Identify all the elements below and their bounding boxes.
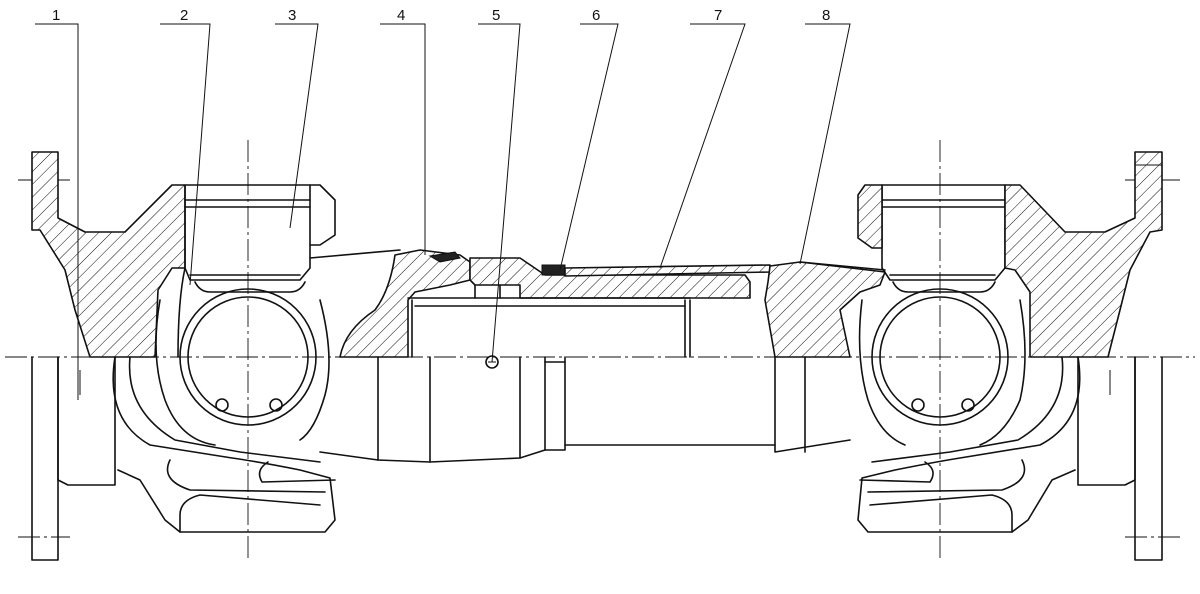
right-flange-yoke — [857, 151, 1163, 561]
central-shaft — [309, 249, 776, 463]
callout-4: 4 — [397, 7, 405, 24]
callout-6: 6 — [592, 7, 600, 24]
right-shaft-yoke — [764, 261, 886, 453]
left-flange-yoke — [31, 151, 336, 561]
callout-3: 3 — [288, 7, 296, 24]
callout-2: 2 — [180, 7, 188, 24]
callout-labels: 1 2 3 4 5 6 7 8 — [52, 7, 830, 24]
callout-1: 1 — [52, 7, 60, 24]
left-bearing-cup — [155, 184, 336, 446]
callout-7: 7 — [714, 7, 722, 24]
callout-8: 8 — [822, 7, 830, 24]
callout-5: 5 — [492, 7, 500, 24]
right-bearing-cup — [857, 184, 1026, 446]
callout-leaders — [35, 23, 851, 400]
